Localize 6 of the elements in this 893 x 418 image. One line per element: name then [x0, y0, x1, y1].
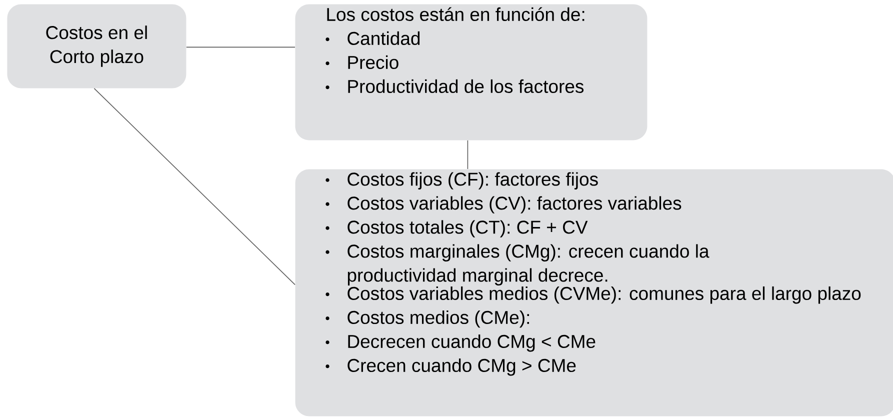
text-box: Los costos están en función de: Cantidad Precio Productividad de los factores [295, 4, 648, 140]
text-box: Costos en el Corto plazo [7, 4, 186, 88]
connector-line [94, 88, 296, 286]
connector-line [186, 46, 296, 48]
connector-line [467, 140, 468, 170]
text-box: Costos fijos (CF): factores fijos Costos variables (CV): factores variables Costos totales (CT): CF + CV Costos marginales (CMg): crecen cuando la productividad marginal decrece. Costos variables medios (CVMe): comunes para el largo plazo Costos medios (CMe): Decrecen cuando CMg < CMe Crecen cuando CMg > CMe [295, 169, 893, 416]
